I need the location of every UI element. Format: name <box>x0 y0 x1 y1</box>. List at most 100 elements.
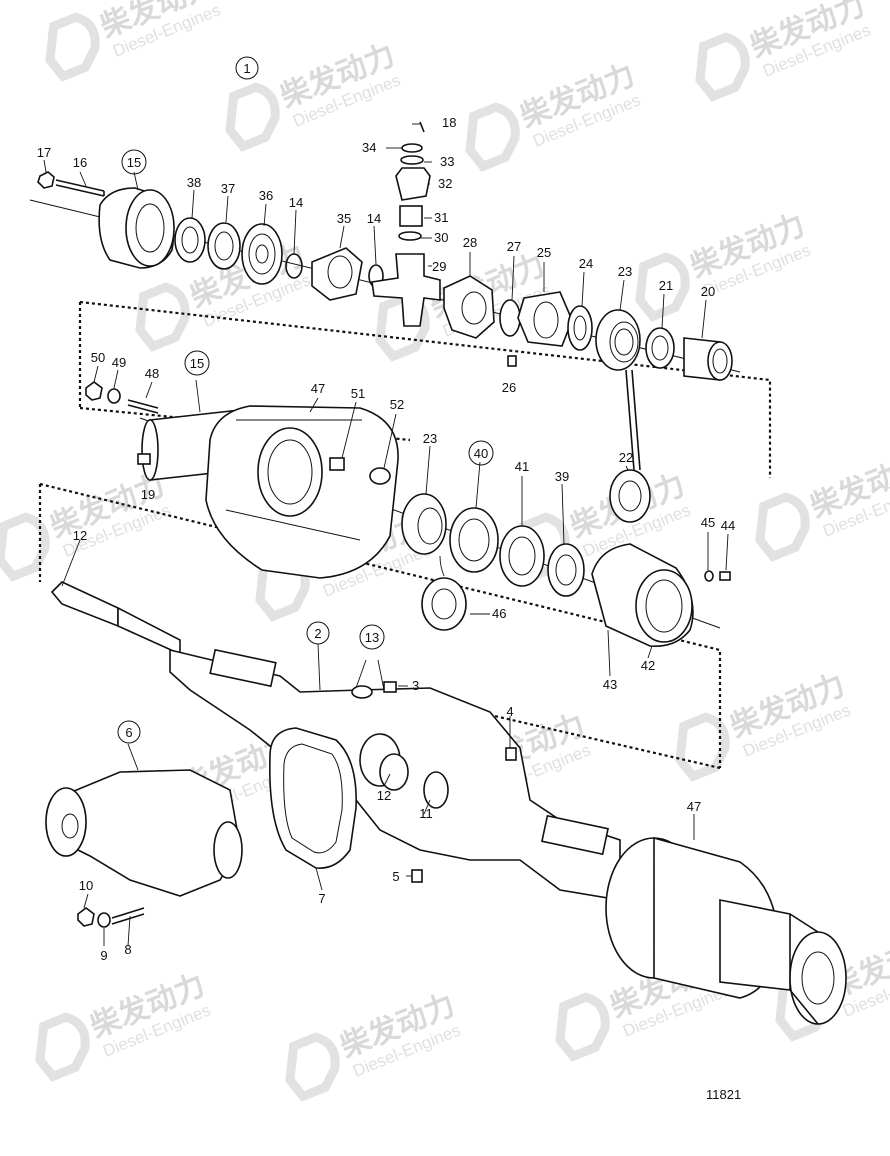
side-gear-28-icon <box>443 275 495 339</box>
label-7: 7 <box>318 891 325 906</box>
label-35: 35 <box>337 211 351 226</box>
label-29: 29 <box>432 259 446 274</box>
label-16: 16 <box>73 155 87 170</box>
shim-22-icon <box>609 469 651 523</box>
half-shaft-12-icon <box>50 581 181 656</box>
label-9: 9 <box>100 948 107 963</box>
nut-50-icon <box>85 381 103 401</box>
label-22: 22 <box>619 450 633 465</box>
label-20: 20 <box>701 284 715 299</box>
ring-39-icon <box>547 543 585 597</box>
label-17: 17 <box>37 145 51 160</box>
label-14: 14 <box>289 195 303 210</box>
hub-drum-47-icon <box>605 836 847 1025</box>
nut-10-icon <box>77 907 95 927</box>
label-42: 42 <box>641 658 655 673</box>
label-37: 37 <box>221 181 235 196</box>
label-36: 36 <box>259 188 273 203</box>
label-44: 44 <box>721 518 735 533</box>
label-23: 23 <box>618 264 632 279</box>
label-12: 12 <box>73 528 87 543</box>
carrier-assembly-6-icon <box>45 769 243 897</box>
label-25: 25 <box>537 245 551 260</box>
label-32: 32 <box>438 176 452 191</box>
screw-26-icon <box>507 355 517 367</box>
label-33: 33 <box>440 154 454 169</box>
label-19: 19 <box>141 487 155 502</box>
label-27: 27 <box>507 239 521 254</box>
label-3: 3 <box>412 678 419 693</box>
gears-13-icon <box>351 685 449 809</box>
label-51: 51 <box>351 386 365 401</box>
label-43: 43 <box>603 677 617 692</box>
label-11: 11 <box>419 806 433 821</box>
label-47: 47 <box>311 381 325 396</box>
label-45: 45 <box>701 515 715 530</box>
race-21-icon <box>645 327 675 369</box>
label-26: 26 <box>502 380 516 395</box>
nut-17-icon <box>37 171 55 189</box>
label-38: 38 <box>187 175 201 190</box>
stud-8-icon <box>111 907 145 925</box>
cover-42-icon <box>591 543 694 647</box>
label-1: 1 <box>243 61 250 76</box>
gasket-7-icon <box>269 727 357 869</box>
axle-housing-parts <box>45 581 847 1025</box>
bearing-23-icon <box>595 309 641 371</box>
label-6: 6 <box>125 725 132 740</box>
ring-41-icon <box>499 525 545 587</box>
label-48: 48 <box>145 366 159 381</box>
plug-4-icon <box>505 747 517 761</box>
plug-51-icon <box>329 457 345 471</box>
label-31: 31 <box>434 210 448 225</box>
cup-20-icon <box>683 337 733 381</box>
bearing-23b-icon <box>401 493 447 555</box>
label-13: 13 <box>365 630 379 645</box>
stud-48-icon <box>127 399 159 414</box>
label-14: 14 <box>367 211 381 226</box>
label-10: 10 <box>79 878 93 893</box>
carrier-housing-47-icon <box>205 405 399 579</box>
label-15: 15 <box>190 356 204 371</box>
washer-46-icon <box>421 577 467 631</box>
label-8: 8 <box>124 942 131 957</box>
figure-number: 11821 <box>706 1087 741 1102</box>
label-52: 52 <box>390 397 404 412</box>
plug-3-icon <box>383 681 397 693</box>
label-46: 46 <box>492 606 506 621</box>
label-49: 49 <box>112 355 126 370</box>
label-39: 39 <box>555 469 569 484</box>
washer-49-icon <box>107 388 121 404</box>
label-21: 21 <box>659 278 673 293</box>
label-30: 30 <box>434 230 448 245</box>
lock-ring-24-icon <box>567 305 593 351</box>
bolt-44-icon <box>719 571 731 581</box>
label-24: 24 <box>579 256 593 271</box>
label-15: 15 <box>127 155 141 170</box>
label-4: 4 <box>506 704 513 719</box>
circled-labels <box>117 56 494 744</box>
label-47: 47 <box>687 799 701 814</box>
side-gear-36-icon <box>241 223 283 285</box>
part-labels: 1 15 15 40 2 13 6 17 16 38 37 36 14 35 1… <box>37 61 735 963</box>
label-41: 41 <box>515 459 529 474</box>
side-gear-35-icon <box>311 247 363 301</box>
washer-37-icon <box>207 222 241 270</box>
label-34: 34 <box>362 140 376 155</box>
label-12: 12 <box>377 788 391 803</box>
label-18: 18 <box>442 115 456 130</box>
washer-9-icon <box>97 912 111 928</box>
spider-stack-icon <box>371 121 441 327</box>
washer-27-icon <box>499 299 521 337</box>
leader-lines <box>43 123 729 947</box>
label-40: 40 <box>474 446 488 461</box>
